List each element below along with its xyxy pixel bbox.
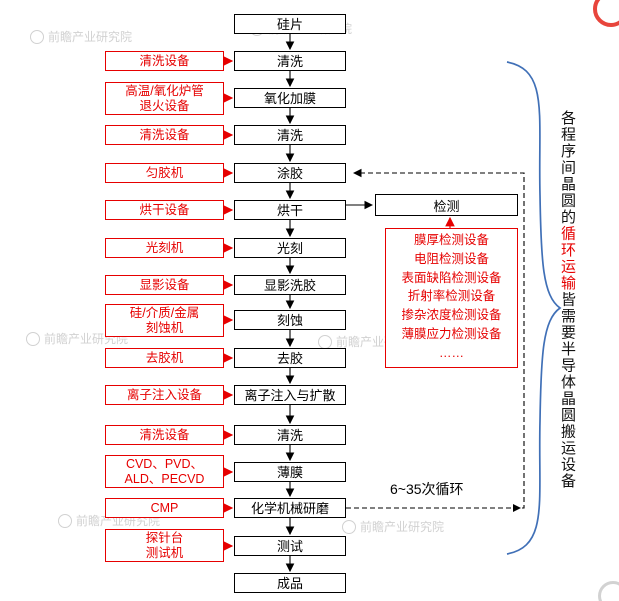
flow-step-oxidation-film: 氧化加膜 xyxy=(234,88,346,108)
equip-etcher: 硅/介质/金属 刻蚀机 xyxy=(105,304,224,337)
flow-step-develop-wash: 显影洗胶 xyxy=(234,275,346,295)
equip-probe-tester: 探针台 测试机 xyxy=(105,529,224,562)
equip-litho-machine: 光刻机 xyxy=(105,238,224,258)
equipment-arrows xyxy=(223,56,234,551)
flow-step-lithography: 光刻 xyxy=(234,238,346,258)
flow-step-clean-2: 清洗 xyxy=(234,125,346,145)
equip-coater: 匀胶机 xyxy=(105,163,224,183)
cycle-count-label: 6~35次循环 xyxy=(390,481,464,497)
equip-implanter: 离子注入设备 xyxy=(105,385,224,405)
watermark-logo-icon xyxy=(342,519,356,534)
flow-step-thin-film: 薄膜 xyxy=(234,462,346,482)
brace xyxy=(506,61,562,555)
flow-step-etching: 刻蚀 xyxy=(234,310,346,330)
equip-cleaning-1: 清洗设备 xyxy=(105,51,224,71)
detection-arrows xyxy=(346,200,455,229)
watermark-logo-icon xyxy=(598,581,619,601)
equip-dryer: 烘干设备 xyxy=(105,200,224,220)
side-note: 各程序间晶圆的循环运输皆需要半导体晶圆搬运设备 xyxy=(556,110,578,490)
watermark: 前瞻产业研究院 xyxy=(30,28,132,45)
watermark-text: 前瞻产业研究院 xyxy=(48,30,133,44)
flow-step-cmp-polish: 化学机械研磨 xyxy=(234,498,346,518)
equip-deposition: CVD、PVD、 ALD、PECVD xyxy=(105,455,224,488)
flow-step-drying: 烘干 xyxy=(234,200,346,220)
watermark: 前瞻产业研究院 xyxy=(342,518,444,535)
equip-developer: 显影设备 xyxy=(105,275,224,295)
flow-step-strip-resist: 去胶 xyxy=(234,348,346,368)
detection-equipment-list: 膜厚检测设备 电阻检测设备 表面缺陷检测设备 折射率检测设备 掺杂浓度检测设备 … xyxy=(385,228,518,368)
watermark-text: 前瞻产业研究院 xyxy=(360,520,445,534)
flow-step-finished-product: 成品 xyxy=(234,573,346,593)
flow-step-wafer: 硅片 xyxy=(234,14,346,34)
brand-logo-icon xyxy=(593,0,619,27)
equip-cmp: CMP xyxy=(105,498,224,518)
flow-step-clean-1: 清洗 xyxy=(234,51,346,71)
flow-step-ion-implant-diffusion: 离子注入与扩散 xyxy=(234,385,346,405)
watermark-logo-icon xyxy=(26,331,40,346)
side-note-post: 皆需要半导体晶圆搬运设备 xyxy=(559,291,576,490)
side-note-pre: 各程序间晶圆的 xyxy=(559,110,576,226)
detection-box: 检测 xyxy=(375,194,518,216)
side-note-highlight: 循环运输 xyxy=(559,225,576,292)
equip-cleaning-2: 清洗设备 xyxy=(105,125,224,145)
flow-step-clean-3: 清洗 xyxy=(234,425,346,445)
flow-step-coating: 涂胶 xyxy=(234,163,346,183)
watermark-logo-icon xyxy=(30,29,44,44)
watermark-logo-icon xyxy=(58,513,72,528)
equip-stripper: 去胶机 xyxy=(105,348,224,368)
equip-cleaning-3: 清洗设备 xyxy=(105,425,224,445)
equip-furnace: 高温/氧化炉管 退火设备 xyxy=(105,82,224,115)
cycle-dashed-line xyxy=(346,168,525,512)
flow-step-test: 测试 xyxy=(234,536,346,556)
